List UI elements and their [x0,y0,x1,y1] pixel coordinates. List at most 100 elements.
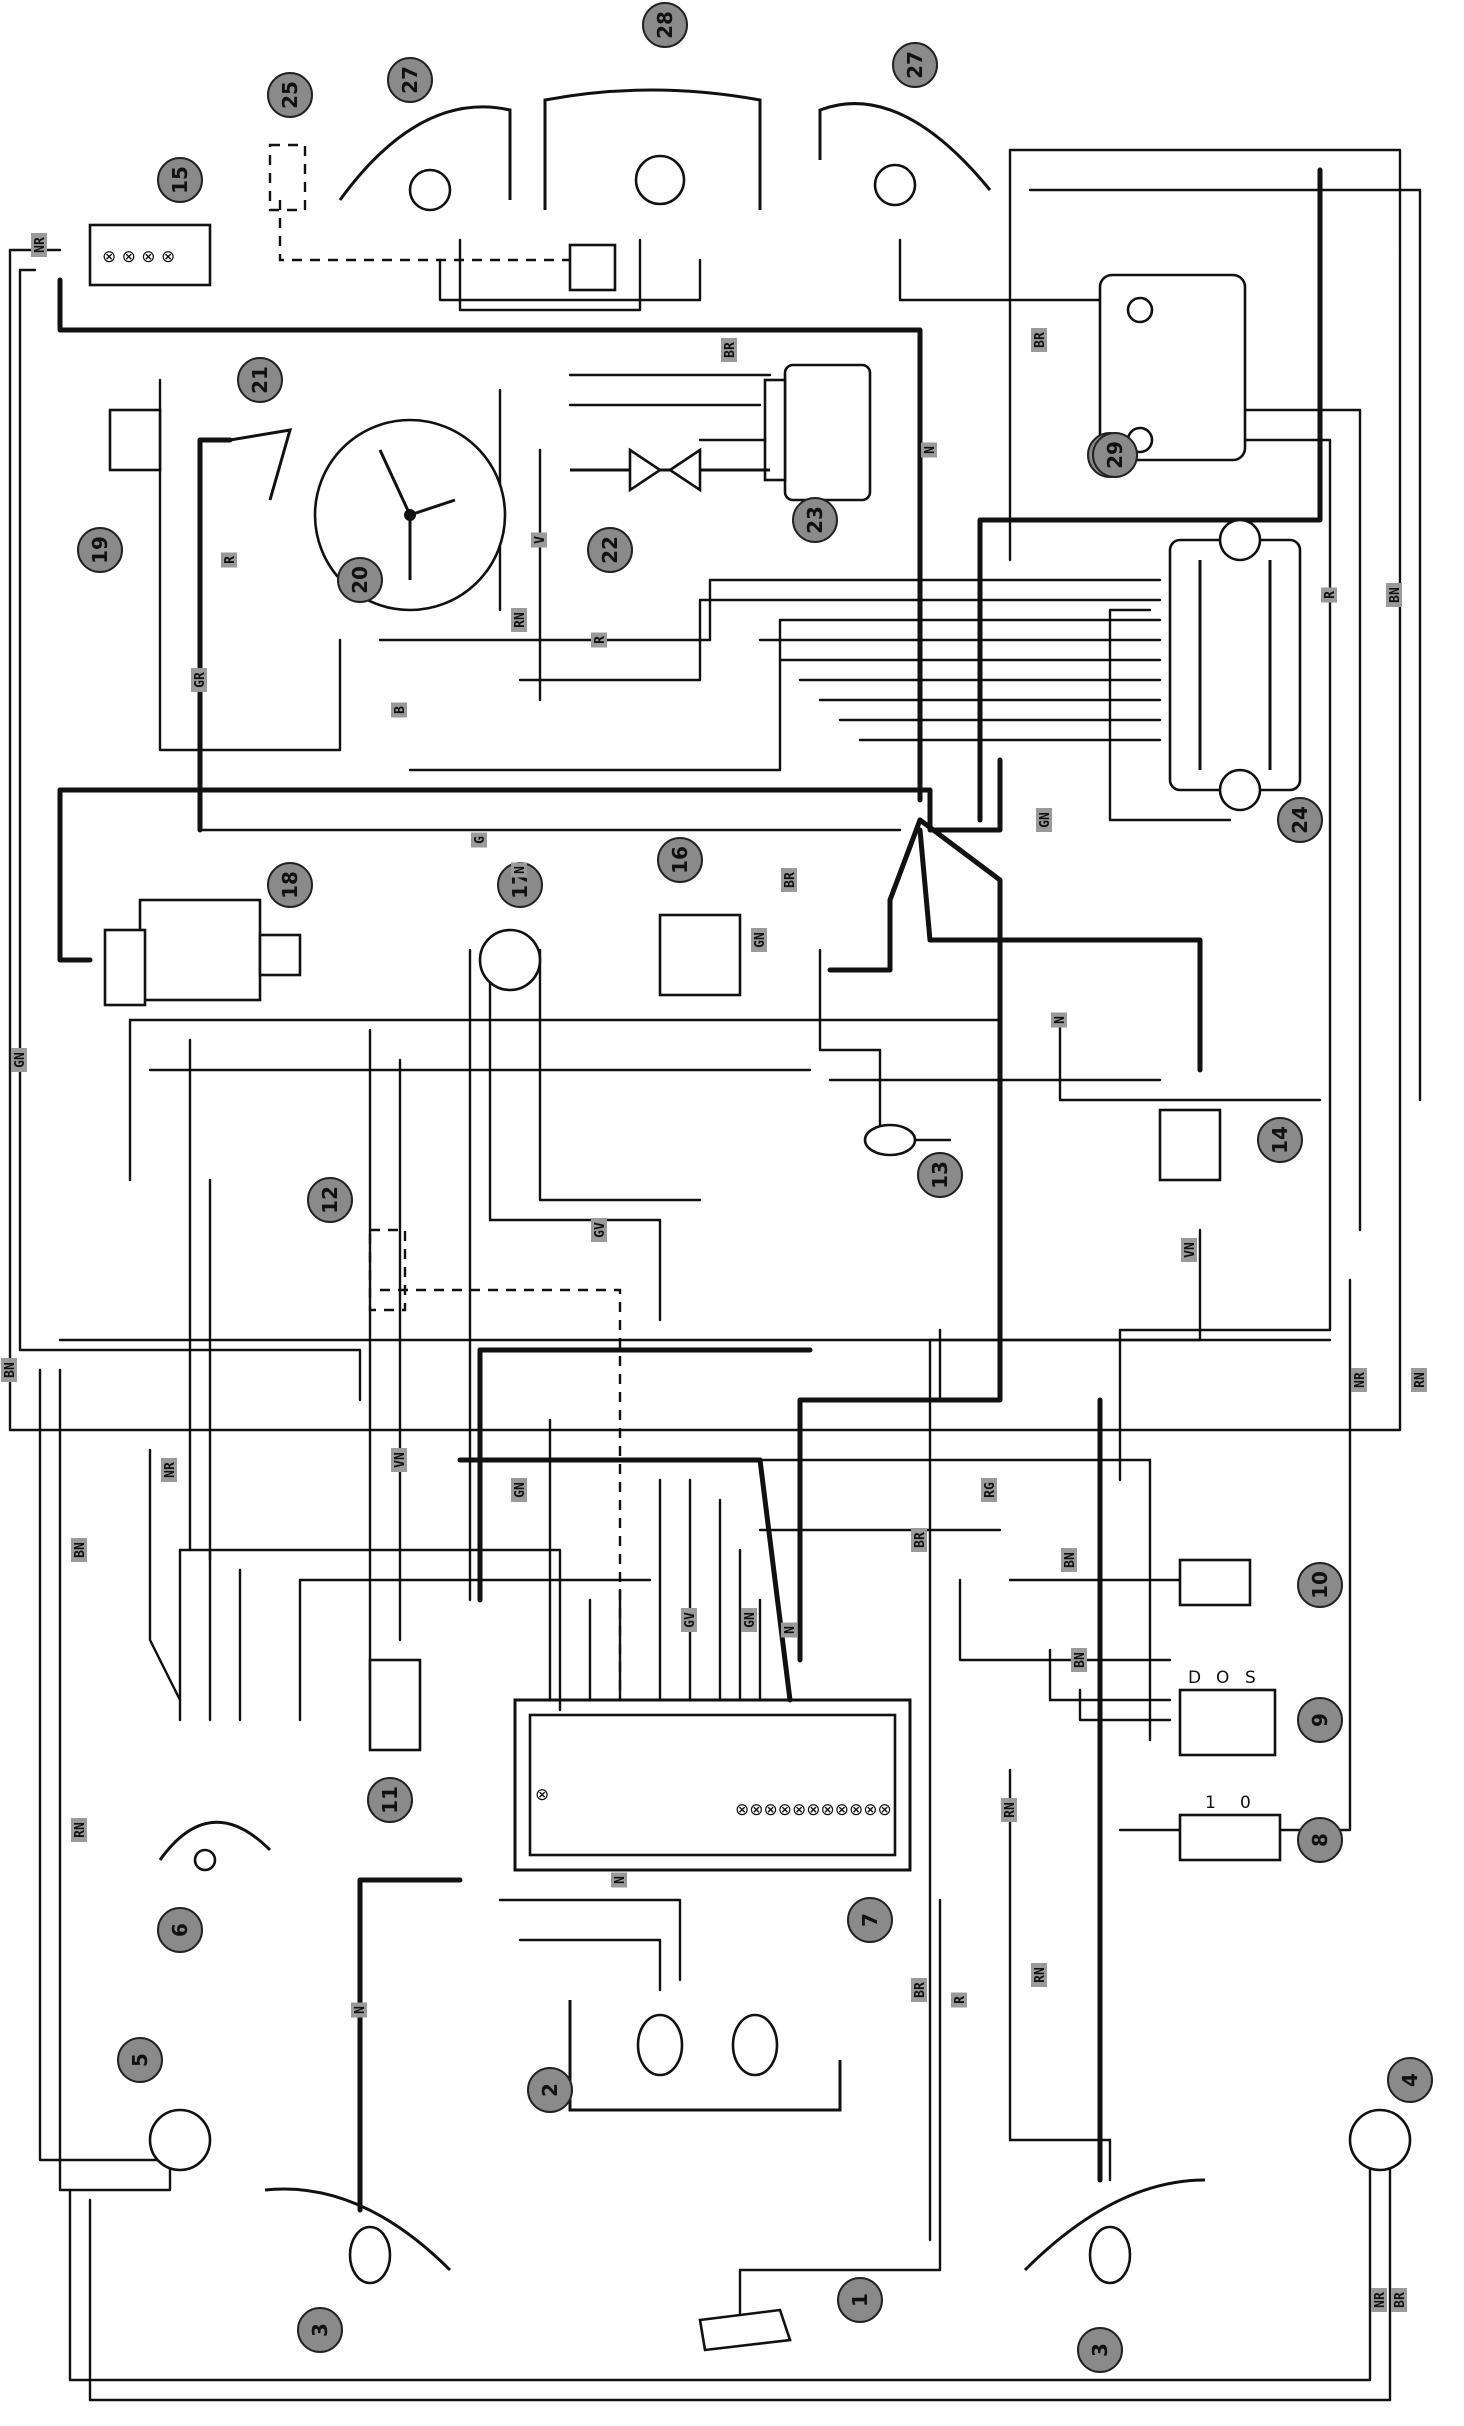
component-number: 12 [318,1186,342,1214]
component-number: 27 [903,51,927,79]
top-right-lamp [818,102,992,207]
svg-text:BN: BN [1073,1652,1088,1668]
svg-text:BR: BR [913,1532,928,1548]
component-badge-c20: 20 [337,557,383,603]
instrument-cluster: ⊗ ⊗⊗⊗⊗⊗⊗⊗⊗⊗⊗⊗ [513,1698,912,1872]
svg-text:BR: BR [783,872,798,888]
component-number: 25 [278,81,302,109]
switch-9-pos-s: S [1245,1668,1256,1688]
svg-text:N: N [923,446,938,454]
component-badge-c7: 7 [847,1897,893,1943]
svg-text:BR: BR [1393,2292,1408,2308]
wire-label-w17: GN [751,928,768,952]
right-headlamp [1023,2178,1206,2285]
component-badge-c5: 5 [117,2037,163,2083]
component-number: 28 [653,11,677,39]
svg-text:NR: NR [33,237,48,253]
wire-label-w08: RN [511,608,528,632]
svg-text:BN: BN [1063,1552,1078,1568]
svg-text:GN: GN [743,1612,758,1628]
wire-label-w20: RN [1411,1368,1428,1392]
battery [1098,273,1247,462]
component-number: 3 [1088,2343,1112,2357]
svg-text:VN: VN [1183,1242,1198,1258]
component-number: 18 [278,871,302,899]
svg-text:BN: BN [73,1542,88,1558]
svg-text:GV: GV [593,1222,608,1238]
ignition-switch [158,1820,272,1872]
dashed-fuse [268,143,307,212]
component-badge-c18: 18 [267,862,313,908]
svg-text:B: B [393,706,408,714]
svg-text:NR: NR [1353,1372,1368,1388]
wire-label-w33: N [781,1622,798,1638]
component-badge-c19: 19 [77,527,123,573]
svg-text:GR: GR [193,672,208,688]
svg-text:BN: BN [1388,587,1403,603]
component-number: 7 [858,1913,882,1927]
svg-text:⊗ ⊗ ⊗ ⊗: ⊗ ⊗ ⊗ ⊗ [102,247,175,267]
starter-motor [103,898,302,1007]
switch-11 [368,1658,422,1752]
component-number: 29 [1103,441,1127,469]
switch-9-pos-d: D [1188,1668,1201,1688]
switch-8-pos-0: 0 [1240,1793,1251,1813]
rear-lamp-pair [568,2000,842,2112]
wire-label-w29: RN [1031,1963,1048,1987]
svg-text:R: R [223,556,238,564]
component-badge-c27a: 27 [387,57,433,103]
svg-text:GN: GN [753,932,768,948]
svg-text:BR: BR [723,342,738,358]
svg-text:BR: BR [913,1982,928,1998]
svg-text:GN: GN [13,1052,28,1068]
svg-text:N: N [1053,1016,1068,1024]
svg-text:GN: GN [513,1482,528,1498]
wire-label-w07: BR [721,338,738,362]
wire-label-w35: VN [391,1448,408,1472]
component-badge-c12: 12 [307,1177,353,1223]
diode [570,447,770,493]
svg-text:R: R [593,636,608,644]
component-number: 9 [1308,1713,1332,1727]
wire-label-w43: GN [741,1608,758,1632]
handbrake-switch [368,1228,407,1312]
component-badge-c16: 16 [657,837,703,883]
svg-text:BN: BN [3,1362,18,1378]
component-badge-c10: 10 [1297,1562,1343,1608]
right-indicator [1348,2108,1412,2172]
svg-text:N: N [613,1876,628,1884]
wire-label-w23: RN [1001,1798,1018,1822]
wire-label-w21: RG [981,1478,998,1502]
svg-text:N: N [353,2006,368,2014]
component-number: 10 [1308,1571,1332,1599]
wire-label-w10: R [1321,587,1338,603]
component-number: 14 [1268,1126,1292,1154]
wire-label-w41: NR [161,1458,178,1482]
wire-label-w26: R [951,1992,968,2008]
component-number: 23 [803,506,827,534]
component-badge-c8: 8 [1297,1817,1343,1863]
wire-label-w44: NR [1351,1368,1368,1392]
component-badge-c21: 21 [237,357,283,403]
component-number: 16 [668,846,692,874]
wire-label-w18: BR [781,868,798,892]
svg-text:GV: GV [683,1612,698,1628]
component-badge-c28: 28 [642,2,688,48]
warning-lamp-block: ⊗ ⊗ ⊗ ⊗ [88,223,212,287]
svg-text:VN: VN [393,1452,408,1468]
component-number: 15 [168,166,192,194]
wire-label-w16: R [591,632,608,648]
wire-label-w03: GN [1036,808,1053,832]
relay [1158,1108,1222,1182]
component-badges: 1233456789101112131415161718192021222324… [77,2,1433,2373]
component-badge-c27b: 27 [892,42,938,88]
svg-text:RN: RN [1003,1802,1018,1818]
svg-text:RN: RN [513,612,528,628]
wire-label-w09: R [221,552,238,568]
wire-label-w12: N [921,442,938,458]
component-badge-c25: 25 [267,72,313,118]
wire-label-w38: N [1051,1012,1068,1028]
component-badge-c13: 13 [917,1152,963,1198]
left-headlamp [264,2187,452,2285]
wire-label-w30: GV [591,1218,608,1242]
